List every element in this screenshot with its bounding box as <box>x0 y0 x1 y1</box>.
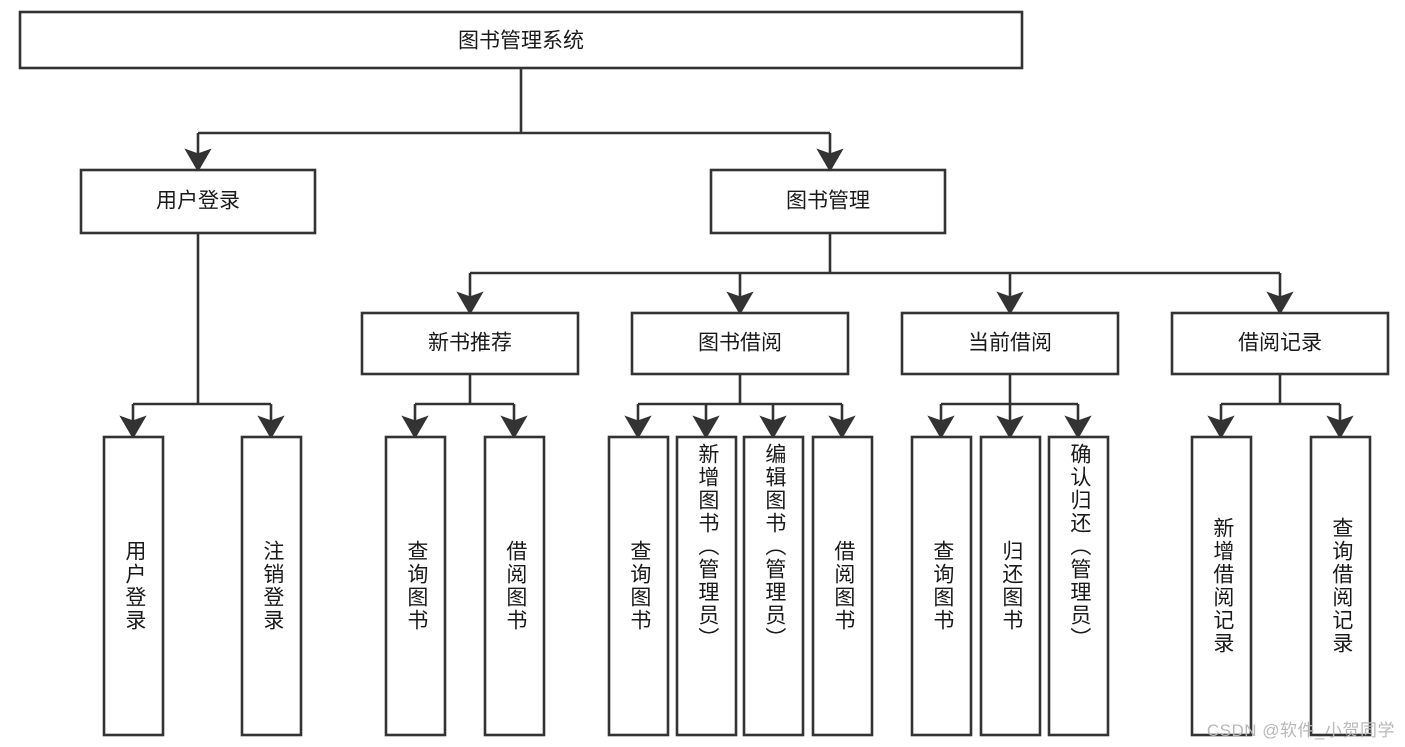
connector-newbook-to-leaves <box>401 374 528 439</box>
connector-bookborrow-to-leaves <box>624 374 856 439</box>
leaf-box-add-book[interactable] <box>675 435 738 737</box>
node-current-borrow-label: 当前借阅 <box>968 332 1052 355</box>
node-root[interactable]: 图书管理系统 <box>18 10 1024 70</box>
leaf-box-borrow-book-2[interactable] <box>811 435 874 737</box>
connector-bookmgmt-to-level3 <box>456 233 1294 315</box>
node-borrow-record[interactable]: 借阅记录 <box>1170 311 1390 376</box>
node-book-management[interactable]: 图书管理 <box>709 168 947 235</box>
connector-borrowrecord-to-leaves <box>1207 374 1354 439</box>
leaf-box-edit-book[interactable] <box>742 435 805 737</box>
leaf-box-logout-login[interactable] <box>240 435 303 737</box>
node-user-login[interactable]: 用户登录 <box>79 168 317 235</box>
leaf-box-add-borrow-record[interactable] <box>1190 435 1253 737</box>
connector-currentborrow-to-leaves <box>927 374 1092 439</box>
leaf-box-return-book[interactable] <box>979 435 1042 737</box>
connector-userlogin-to-leaves <box>119 233 285 439</box>
node-root-label: 图书管理系统 <box>458 30 584 53</box>
node-current-borrow[interactable]: 当前借阅 <box>900 311 1120 376</box>
node-user-login-label: 用户登录 <box>156 190 240 213</box>
leaf-box-borrow-book-1[interactable] <box>483 435 546 737</box>
leaf-box-user-login[interactable] <box>102 435 165 737</box>
node-borrow-record-label: 借阅记录 <box>1238 332 1322 355</box>
node-new-book-recommend-label: 新书推荐 <box>428 332 512 355</box>
connector-root-to-level2 <box>184 68 844 172</box>
leaf-box-query-borrow-record[interactable] <box>1309 435 1372 737</box>
leaf-box-query-book-1[interactable] <box>384 435 447 737</box>
leaf-box-confirm-return[interactable] <box>1047 435 1110 737</box>
leaf-box-query-book-3[interactable] <box>910 435 973 737</box>
node-new-book-recommend[interactable]: 新书推荐 <box>360 311 580 376</box>
node-book-management-label: 图书管理 <box>786 190 870 213</box>
node-book-borrow-label: 图书借阅 <box>698 332 782 355</box>
node-book-borrow[interactable]: 图书借阅 <box>630 311 850 376</box>
leaf-box-query-book-2[interactable] <box>607 435 670 737</box>
